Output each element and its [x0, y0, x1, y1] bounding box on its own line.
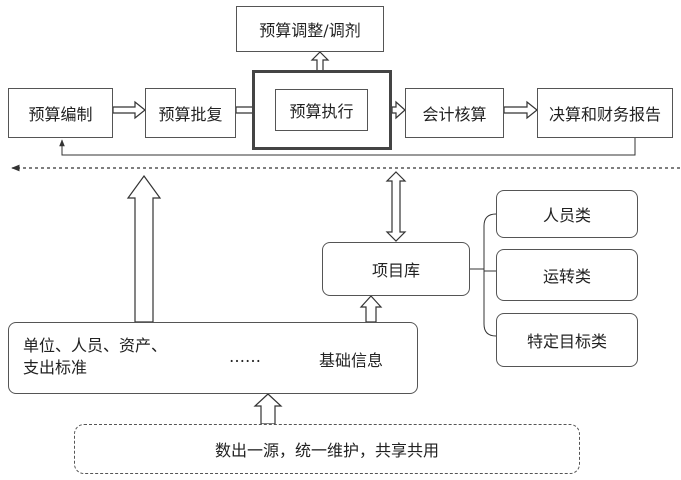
- specific-category-box: 特定目标类: [496, 313, 638, 367]
- basic-info-ellipsis: ……: [229, 347, 261, 366]
- data-source-label: 数出一源，统一维护，共享共用: [214, 441, 439, 460]
- category-bracket: [470, 213, 497, 337]
- accounting-box: 会计核算: [405, 88, 504, 138]
- personnel-category-label: 人员类: [542, 206, 591, 225]
- operation-category-box: 运转类: [496, 249, 638, 301]
- flow-arrow-compile-approve: [112, 100, 146, 120]
- budget-compile-label: 预算编制: [28, 105, 93, 124]
- basic-info-items: 单位、人员、资产、 支出标准: [23, 335, 167, 379]
- project-library-box: 项目库: [322, 242, 470, 296]
- basic-info-box: 单位、人员、资产、 支出标准 …… 基础信息: [8, 322, 418, 394]
- arrow-basic-info-to-compile: [126, 174, 162, 323]
- budget-adjust-box: 预算调整/调剂: [236, 6, 384, 52]
- personnel-category-box: 人员类: [496, 190, 638, 238]
- final-report-box: 决算和财务报告: [537, 88, 673, 138]
- data-source-box: 数出一源，统一维护，共享共用: [74, 424, 580, 474]
- project-library-label: 项目库: [371, 261, 420, 280]
- budget-approve-box: 预算批复: [145, 88, 236, 138]
- budget-execute-box: 预算执行: [252, 70, 392, 150]
- arrow-execute-project-lib: [385, 171, 407, 242]
- budget-adjust-label: 预算调整/调剂: [259, 21, 361, 40]
- budget-approve-label: 预算批复: [158, 105, 223, 124]
- basic-info-title: 基础信息: [319, 351, 384, 370]
- budget-compile-box: 预算编制: [8, 88, 113, 138]
- basic-info-line2: 支出标准: [23, 358, 88, 377]
- flow-arrow-accounting-report: [503, 100, 538, 120]
- budget-execute-inner-box: 预算执行: [275, 89, 368, 131]
- budget-execute-label: 预算执行: [289, 102, 354, 121]
- accounting-label: 会计核算: [422, 105, 487, 124]
- arrow-source-to-basic-info: [253, 393, 283, 425]
- operation-category-label: 运转类: [542, 267, 591, 286]
- flow-arrow-execute-accounting: [391, 100, 406, 120]
- final-report-label: 决算和财务报告: [548, 105, 661, 124]
- basic-info-line1: 单位、人员、资产、: [23, 336, 168, 355]
- specific-category-label: 特定目标类: [526, 332, 607, 351]
- feedback-line: [59, 138, 636, 156]
- arrow-basic-info-to-project-lib: [359, 295, 383, 323]
